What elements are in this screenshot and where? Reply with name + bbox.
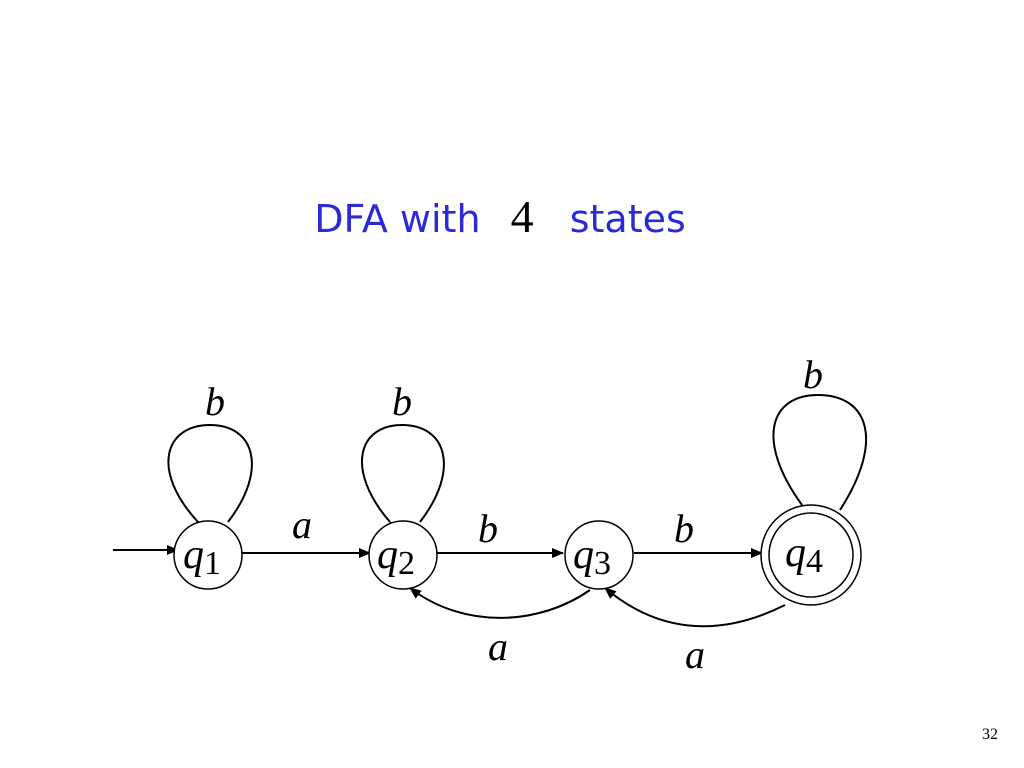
- state-q2: [368, 520, 438, 590]
- title-text-before: DFA with: [314, 197, 481, 241]
- state-q1: [173, 520, 243, 590]
- state-q3: [564, 520, 634, 590]
- edge-label-q3-q4: b: [674, 506, 694, 551]
- edge-label-q4-q3: a: [685, 632, 705, 677]
- edge-label-q2-q3: b: [478, 506, 498, 551]
- slide-title: DFA with 4 states: [0, 190, 1000, 243]
- edge-label-q2-loop: b: [392, 379, 412, 424]
- edge-label-q1-loop: b: [205, 379, 225, 424]
- loop-q2: [361, 423, 445, 534]
- edge-q3-q2: [409, 587, 591, 619]
- state-q4-inner: [768, 512, 854, 598]
- loop-q4: [772, 393, 867, 517]
- loop-q1: [167, 423, 253, 534]
- state-label-q4: q4: [785, 530, 823, 580]
- state-label-q2: q2: [377, 532, 415, 582]
- page-number: 32: [982, 726, 998, 743]
- edge-label-q1-q2: a: [292, 502, 312, 547]
- edge-q4-q3: [604, 587, 786, 628]
- title-text-after: states: [569, 197, 686, 241]
- state-label-q1: q1: [183, 532, 221, 582]
- edge-label-q3-q2: a: [488, 624, 508, 669]
- title-state-count: 4: [510, 191, 534, 242]
- state-label-q3: q3: [573, 532, 611, 582]
- edge-label-q4-loop: b: [803, 352, 823, 397]
